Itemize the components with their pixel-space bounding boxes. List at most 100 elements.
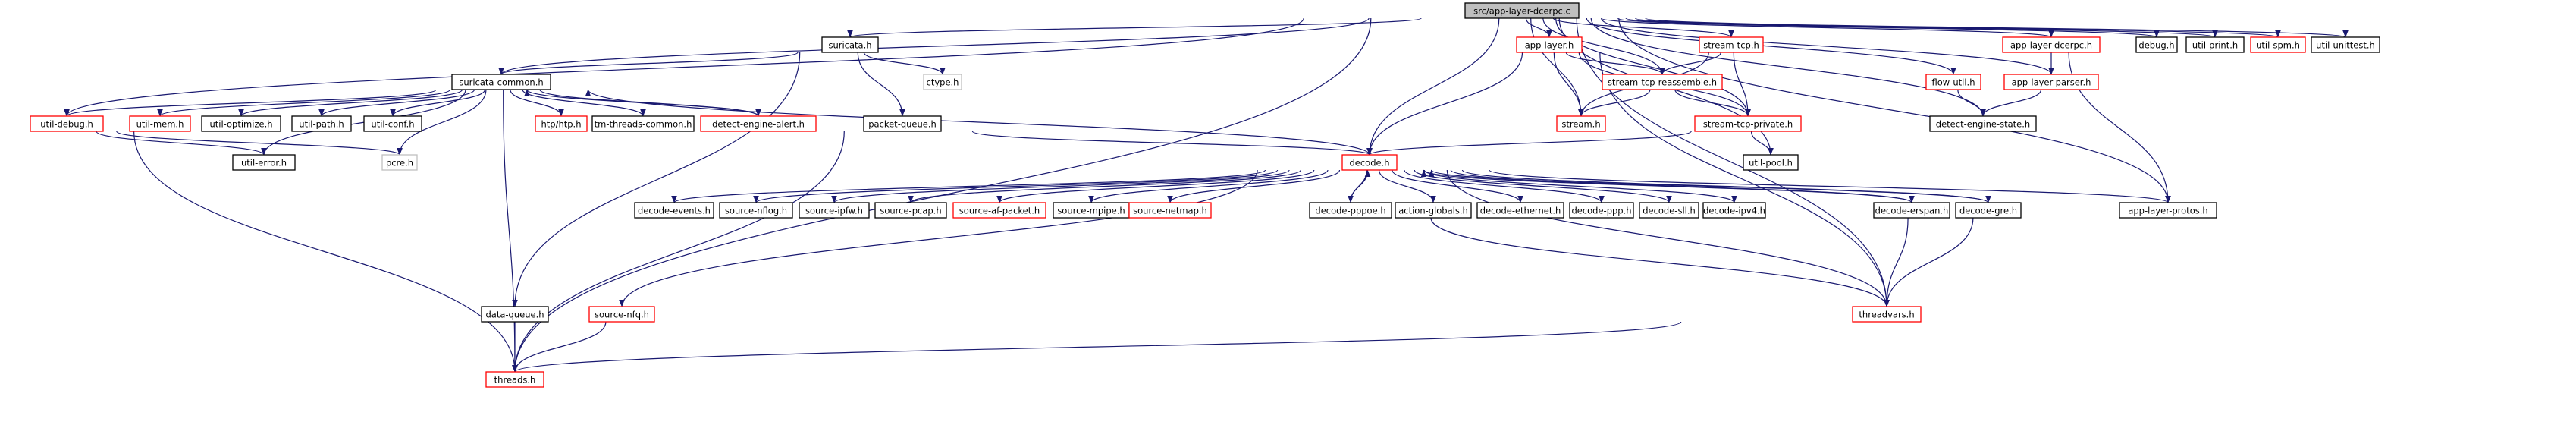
edge-decode-to-app_layer_protos: [1489, 169, 2171, 203]
node-label: htp/htp.h: [541, 119, 581, 130]
node-app-layer-protos[interactable]: app-layer-protos.h: [2119, 202, 2217, 219]
node-label: stream-tcp-reassemble.h: [1608, 77, 1717, 88]
node-box: [1929, 115, 2037, 132]
node-suricata-common[interactable]: suricata-common.h: [451, 74, 551, 90]
node-box: [1128, 202, 1212, 219]
node-htp[interactable]: htp/htp.h: [535, 115, 588, 132]
node-label: util-optimize.h: [209, 119, 272, 130]
node-decode-ipv4[interactable]: decode-ipv4.h: [1702, 202, 1766, 219]
edge-root-to-app_layer_parser: [1601, 17, 2054, 75]
node-app-layer[interactable]: app-layer.h: [1516, 36, 1583, 53]
node-util-path[interactable]: util-path.h: [291, 115, 352, 132]
node-box: [1694, 115, 1802, 132]
node-box: [1873, 202, 1950, 219]
node-box: [1395, 202, 1472, 219]
edge-root-to-flow_util: [1586, 17, 1956, 75]
node-label: decode-ipv4.h: [1703, 206, 1765, 216]
node-threads[interactable]: threads.h: [485, 371, 544, 388]
node-box: [363, 115, 422, 132]
node-decode-erspan[interactable]: decode-erspan.h: [1873, 202, 1950, 219]
node-decode-ppp[interactable]: decode-ppp.h: [1569, 202, 1634, 219]
edge-decode-to-source_netmap: [1167, 169, 1341, 203]
node-box: [1639, 202, 1699, 219]
node-box: [1309, 202, 1392, 219]
node-packet-queue[interactable]: packet-queue.h: [863, 115, 942, 132]
node-box: [1602, 74, 1723, 90]
node-label: ctype.h: [927, 77, 959, 88]
node-util-spm[interactable]: util-spm.h: [2250, 36, 2306, 53]
node-box: [485, 371, 544, 388]
node-label: decode-gre.h: [1959, 206, 2017, 216]
node-box: [719, 202, 793, 219]
node-decode-pppoe[interactable]: decode-pppoe.h: [1309, 202, 1392, 219]
node-box: [700, 115, 817, 132]
node-decode-ethernet[interactable]: decode-ethernet.h: [1476, 202, 1564, 219]
edge-root-to-util_debug: [64, 17, 1304, 117]
node-stream-tcp-reassemble[interactable]: stream-tcp-reassemble.h: [1602, 74, 1723, 90]
node-flow-util[interactable]: flow-util.h: [1925, 74, 1981, 90]
node-decode-sll[interactable]: decode-sll.h: [1639, 202, 1699, 219]
node-box: [1464, 2, 1580, 19]
node-label: app-layer.h: [1525, 40, 1574, 51]
node-box: [923, 74, 962, 90]
node-root: src/app-layer-dcerpc.c: [1464, 2, 1580, 19]
node-decode-events[interactable]: decode-events.h: [634, 202, 714, 219]
edge-stream_tcp_private-to-util_pool: [1750, 131, 1774, 156]
node-util-print[interactable]: util-print.h: [2185, 36, 2245, 53]
node-box: [588, 306, 655, 323]
node-util-pool[interactable]: util-pool.h: [1743, 154, 1799, 171]
node-app-layer-dcerpc[interactable]: app-layer-dcerpc.h: [2002, 36, 2101, 53]
node-debug[interactable]: debug.h: [2135, 36, 2178, 53]
node-util-optimize[interactable]: util-optimize.h: [201, 115, 281, 132]
node-decode[interactable]: decode.h: [1341, 154, 1398, 171]
node-threadvars[interactable]: threadvars.h: [1852, 306, 1922, 323]
node-source-af-packet[interactable]: source-af-packet.h: [952, 202, 1046, 219]
node-box: [2185, 36, 2245, 53]
edge-decode-to-decode_sll: [1414, 169, 1672, 203]
node-util-error[interactable]: util-error.h: [232, 154, 296, 171]
node-action-globals[interactable]: action-globals.h: [1395, 202, 1472, 219]
node-box: [1569, 202, 1634, 219]
node-box: [129, 115, 191, 132]
node-source-netmap[interactable]: source-netmap.h: [1128, 202, 1212, 219]
node-util-mem[interactable]: util-mem.h: [129, 115, 191, 132]
node-label: tm-threads-common.h: [595, 119, 692, 130]
node-label: stream.h: [1561, 119, 1600, 130]
node-stream-tcp-private[interactable]: stream-tcp-private.h: [1694, 115, 1802, 132]
node-box: [2002, 36, 2101, 53]
node-label: pcre.h: [386, 158, 413, 168]
node-decode-gre[interactable]: decode-gre.h: [1955, 202, 2022, 219]
edge-suricata_h-to-suricata_common: [498, 52, 799, 75]
node-label: app-layer-dcerpc.h: [2010, 40, 2092, 51]
node-label: util-unittest.h: [2316, 40, 2375, 51]
node-box: [535, 115, 588, 132]
node-stream-h[interactable]: stream.h: [1556, 115, 1606, 132]
edge-suricata_common-to-util_conf: [390, 89, 486, 117]
edge-decode-to-action_globals: [1379, 169, 1436, 203]
node-detect-engine-state[interactable]: detect-engine-state.h: [1929, 115, 2037, 132]
node-label: decode-ethernet.h: [1480, 206, 1561, 216]
node-source-ipfw[interactable]: source-ipfw.h: [799, 202, 870, 219]
node-suricata-h[interactable]: suricata.h: [821, 36, 879, 53]
edge-decode_pppoe-to-decode: [1350, 169, 1371, 203]
node-source-mpipe[interactable]: source-mpipe.h: [1053, 202, 1130, 219]
node-ctype[interactable]: ctype.h: [923, 74, 962, 90]
node-stream-tcp[interactable]: stream-tcp.h: [1699, 36, 1764, 53]
node-detect-engine-alert[interactable]: detect-engine-alert.h: [700, 115, 817, 132]
node-source-nfq[interactable]: source-nfq.h: [588, 306, 655, 323]
node-pcre[interactable]: pcre.h: [381, 154, 418, 171]
node-data-queue[interactable]: data-queue.h: [481, 306, 549, 323]
node-box: [2250, 36, 2306, 53]
node-tm-threads-common[interactable]: tm-threads-common.h: [591, 115, 695, 132]
node-util-conf[interactable]: util-conf.h: [363, 115, 422, 132]
edge-decode_erspan-to-threadvars: [1884, 217, 1909, 307]
node-util-unittest[interactable]: util-unittest.h: [2311, 36, 2380, 53]
node-util-debug[interactable]: util-debug.h: [30, 115, 104, 132]
node-label: source-nflog.h: [725, 206, 787, 216]
node-source-pcap[interactable]: source-pcap.h: [874, 202, 947, 219]
node-label: decode.h: [1349, 158, 1389, 168]
edge-root-to-threadvars: [1576, 17, 1890, 307]
edge-suricata_common-to-util_optimize: [238, 89, 463, 117]
node-app-layer-parser[interactable]: app-layer-parser.h: [2003, 74, 2099, 90]
node-source-nflog[interactable]: source-nflog.h: [719, 202, 793, 219]
